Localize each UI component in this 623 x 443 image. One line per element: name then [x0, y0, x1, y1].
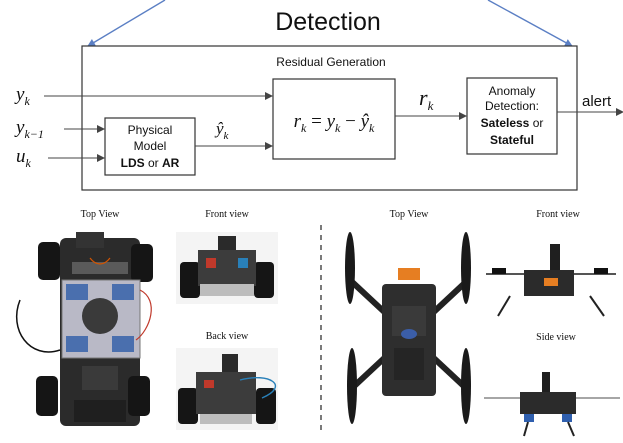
drone-top-view-caption: Top View	[389, 209, 429, 220]
zoom-line-right	[487, 0, 573, 47]
physical-model-line1: Physical	[128, 123, 173, 137]
alert-label: alert	[582, 93, 612, 110]
drone-side-view-caption: Side view	[536, 332, 576, 343]
input-ykm1-label: yk−1	[14, 117, 44, 141]
drone-front-view-photo	[486, 244, 616, 317]
anomaly-line3: Sateless or	[481, 116, 544, 130]
drone-side-view-photo	[484, 372, 620, 437]
rk-label: rk	[419, 85, 434, 113]
car-top-view-caption: Top View	[80, 209, 120, 220]
physical-model-line3: LDS or AR	[121, 156, 180, 170]
input-uk-label: uk	[16, 146, 32, 170]
car-back-view-caption: Back view	[205, 331, 249, 342]
diagram-title: Detection	[275, 8, 381, 36]
anomaly-line2: Detection:	[485, 99, 539, 113]
residual-equation-box	[272, 78, 396, 160]
car-front-view-photo	[176, 232, 278, 304]
drone-top-view-photo	[345, 232, 471, 424]
drone-front-view-caption: Front view	[536, 209, 580, 220]
zoom-line-left	[87, 0, 166, 47]
anomaly-line4: Stateful	[490, 133, 534, 147]
input-yk-label: yk	[14, 84, 30, 108]
yhat-label: ŷk	[214, 119, 230, 142]
physical-model-box	[104, 117, 196, 176]
physical-model-line2: Model	[134, 139, 167, 153]
anomaly-line1: Anomaly	[489, 84, 536, 98]
anomaly-detection-box	[466, 77, 558, 155]
residual-generation-box	[81, 45, 578, 191]
residual-generation-label: Residual Generation	[276, 55, 385, 69]
car-front-view-caption: Front view	[205, 209, 249, 220]
residual-equation: rk = yk − ŷk	[294, 111, 375, 135]
car-back-view-photo	[176, 348, 278, 430]
car-top-view-photo	[15, 232, 153, 426]
